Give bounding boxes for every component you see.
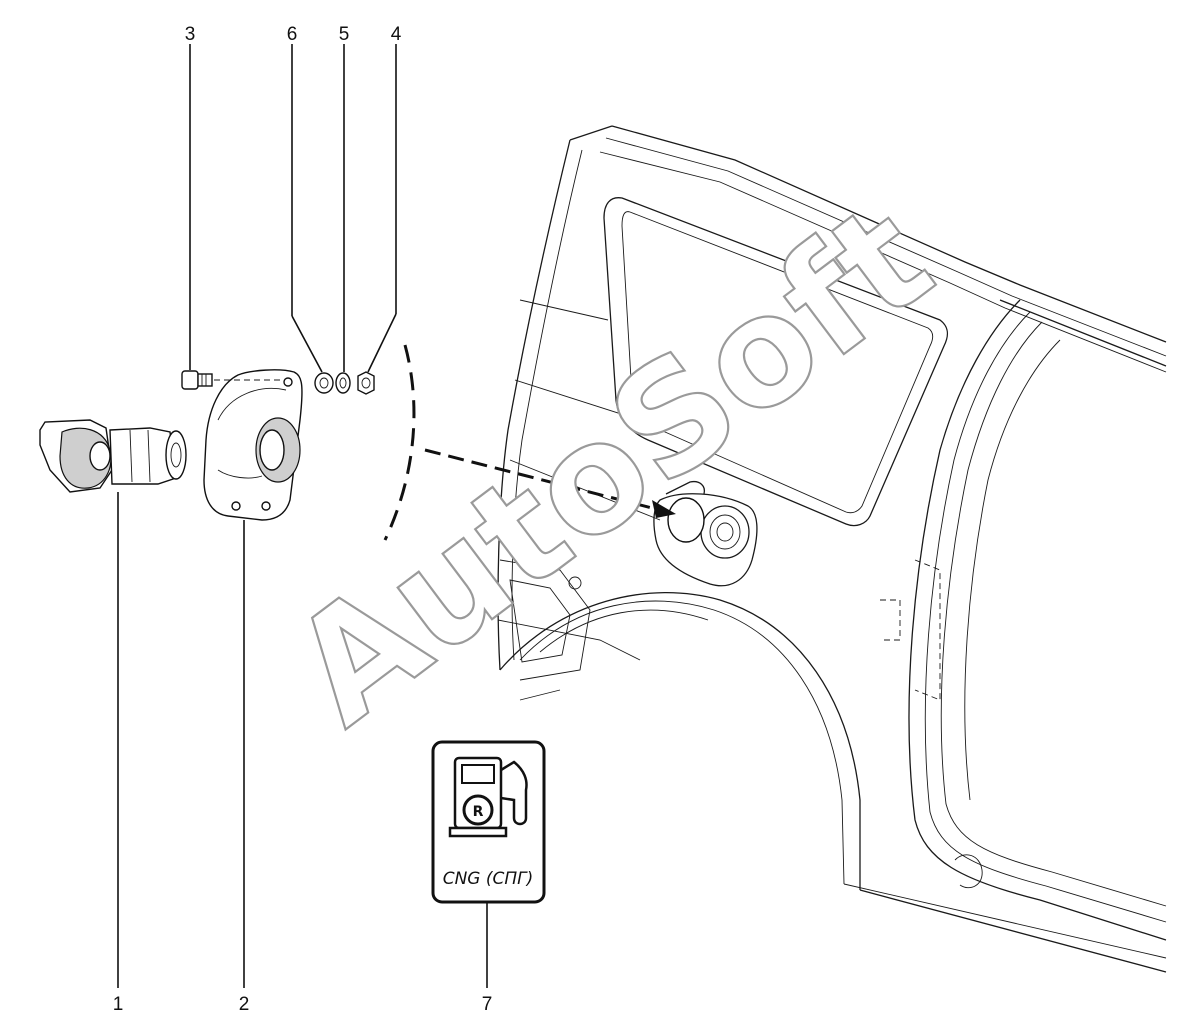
callout-7: 7 bbox=[482, 994, 493, 1015]
leader-line-4b bbox=[367, 313, 397, 373]
part-spring-washer bbox=[335, 372, 351, 394]
leader-line-6b bbox=[291, 315, 323, 373]
part-cng-label-plate: R CNG (СПГ) bbox=[431, 740, 546, 904]
cng-label-text: CNG (СПГ) bbox=[443, 869, 534, 889]
part-washer bbox=[314, 372, 334, 394]
callout-4: 4 bbox=[391, 24, 402, 45]
callout-6: 6 bbox=[287, 24, 298, 45]
callout-2: 2 bbox=[239, 994, 250, 1015]
callout-5: 5 bbox=[339, 24, 350, 45]
part-nut bbox=[357, 371, 375, 395]
fuel-pump-icon: R bbox=[448, 756, 528, 838]
vehicle-rear-side-panel bbox=[497, 125, 1167, 973]
callout-1: 1 bbox=[113, 994, 124, 1015]
autosoft-watermark: AutoSoft bbox=[262, 171, 962, 759]
part-mounting-bracket bbox=[203, 369, 303, 521]
part-filler-valve bbox=[39, 419, 187, 493]
svg-text:R: R bbox=[473, 804, 484, 820]
part-bolt bbox=[181, 370, 213, 390]
assembly-direction-arrow bbox=[383, 344, 676, 541]
callout-3: 3 bbox=[185, 24, 196, 45]
